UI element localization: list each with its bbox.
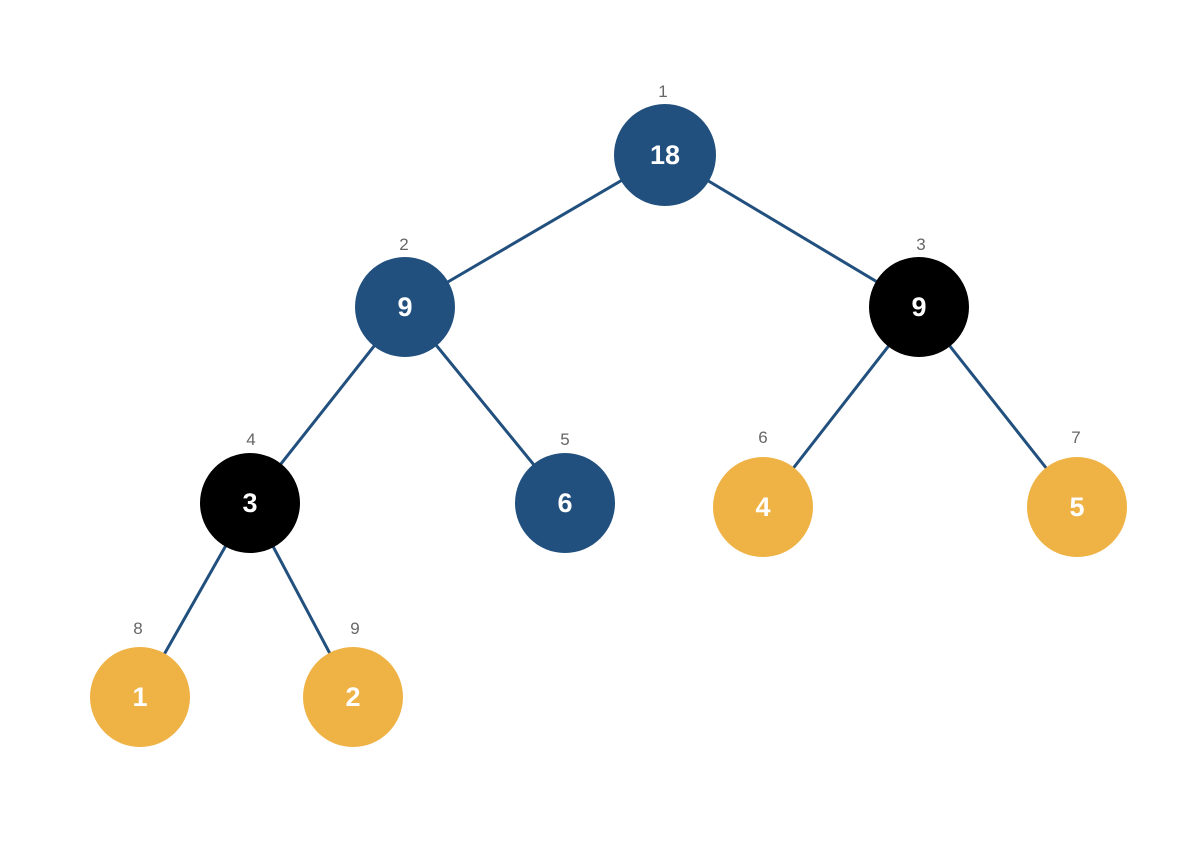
tree-node-8[interactable]: 1 (90, 647, 190, 747)
tree-node-index-label-5: 5 (560, 430, 570, 449)
tree-node-index-label-2: 2 (399, 235, 409, 254)
tree-node-value: 9 (911, 291, 927, 322)
tree-node-value: 4 (755, 491, 771, 522)
tree-node-index-label-1: 1 (658, 82, 668, 101)
tree-node-4[interactable]: 3 (200, 453, 300, 553)
tree-node-6[interactable]: 4 (713, 457, 813, 557)
tree-node-index-label-3: 3 (916, 235, 926, 254)
tree-node-index-label-4: 4 (246, 430, 256, 449)
tree-node-index-label-6: 6 (758, 428, 768, 447)
edges-group (138, 153, 1079, 699)
tree-node-value: 18 (649, 139, 681, 170)
tree-node-value: 3 (242, 487, 258, 518)
tree-node-1[interactable]: 18 (614, 104, 716, 206)
tree-node-5[interactable]: 6 (515, 453, 615, 553)
tree-node-value: 5 (1069, 491, 1085, 522)
tree-node-value: 2 (345, 681, 361, 712)
tree-node-7[interactable]: 5 (1027, 457, 1127, 557)
tree-node-index-label-7: 7 (1071, 428, 1081, 447)
tree-node-9[interactable]: 2 (303, 647, 403, 747)
tree-node-value: 1 (132, 681, 148, 712)
tree-node-3[interactable]: 9 (869, 257, 969, 357)
tree-node-index-label-8: 8 (133, 619, 143, 638)
tree-node-value: 6 (557, 487, 573, 518)
tree-node-index-label-9: 9 (350, 619, 360, 638)
tree-node-2[interactable]: 9 (355, 257, 455, 357)
tree-node-value: 9 (397, 291, 413, 322)
